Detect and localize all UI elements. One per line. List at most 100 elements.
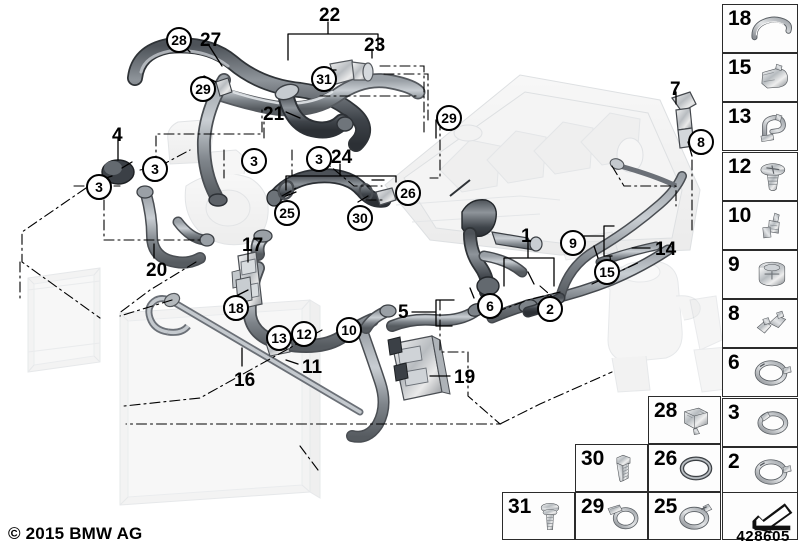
callout-label-16: 16 (234, 370, 256, 391)
spring-clip-icon (749, 204, 795, 247)
callout-bubble-3: 3 (306, 146, 332, 172)
catalog-tile-9[interactable]: 9 (722, 250, 798, 299)
part-number-label: 15 (728, 56, 752, 79)
callout-label-11: 11 (302, 357, 323, 378)
callout-bubble-2: 2 (537, 296, 563, 322)
catalog-tile-3[interactable]: 3 (722, 398, 798, 447)
hose-27-branch (196, 73, 231, 207)
callout-bubble-18: 18 (223, 295, 249, 321)
double-clip-icon (749, 302, 795, 345)
copyright-notice: © 2015 BMW AG (8, 524, 143, 543)
connector-7-8 (609, 91, 697, 189)
callout-bubble-3: 3 (142, 156, 168, 182)
hose-27 (127, 37, 371, 152)
hose-20 (136, 185, 215, 269)
part-number-label: 31 (508, 495, 532, 518)
catalog-tile-6[interactable]: 6 (722, 348, 798, 397)
catalog-tile-10[interactable]: 10 (722, 201, 798, 250)
catalog-tile-view-direction[interactable] (722, 492, 798, 540)
part-number-label: 13 (728, 105, 752, 128)
catalog-tile-30[interactable]: 30 (575, 444, 648, 492)
thermostat-housing-1 (449, 179, 543, 299)
callout-label-17: 17 (242, 235, 264, 256)
hex-bolt-icon (601, 447, 645, 489)
catalog-tile-15[interactable]: 15 (722, 53, 798, 102)
view-direction-arrow-icon (749, 495, 795, 537)
part-number-label: 6 (728, 351, 740, 374)
clamp-block-icon (674, 399, 718, 441)
catalog-tile-2[interactable]: 2 (722, 447, 798, 496)
retaining-clip-icon (749, 105, 795, 148)
callout-bubble-9: 9 (560, 230, 586, 256)
callout-label-7: 7 (670, 79, 681, 100)
connector-23 (329, 59, 374, 85)
part-number-label: 28 (654, 399, 678, 422)
part-number-label: 9 (728, 253, 740, 276)
part-number-label: 10 (728, 204, 752, 227)
callout-label-14: 14 (655, 239, 677, 260)
spring-hose-clamp-icon (749, 351, 795, 394)
callout-label-5: 5 (398, 302, 409, 323)
callout-label-20: 20 (146, 260, 168, 281)
pipe-16 (145, 292, 364, 416)
callout-label-4: 4 (112, 125, 123, 146)
callout-bubble-30: 30 (347, 205, 373, 231)
callout-bubble-3: 3 (241, 148, 267, 174)
part-number-label: 8 (728, 302, 740, 325)
o-ring-icon (674, 447, 718, 489)
part-number-label: 12 (728, 155, 752, 178)
catalog-tile-25[interactable]: 25 (648, 492, 721, 540)
callout-bubble-13: 13 (266, 325, 292, 351)
callout-label-27: 27 (200, 30, 222, 51)
callout-bubble-8: 8 (688, 129, 714, 155)
catalog-tile-29[interactable]: 29 (575, 492, 648, 540)
callout-label-24: 24 (331, 147, 353, 168)
drawing-number: 428605 (736, 528, 790, 545)
callout-label-22: 22 (319, 5, 341, 26)
part-number-label: 2 (728, 450, 740, 473)
callout-label-19: 19 (454, 367, 476, 388)
hose-19 (346, 304, 397, 443)
callout-bubble-12: 12 (291, 321, 317, 347)
catalog-tile-31[interactable]: 31 (502, 492, 575, 540)
catalog-tile-13[interactable]: 13 (722, 102, 798, 151)
part-number-label: 18 (728, 7, 752, 30)
bracket-clip-icon (749, 7, 795, 50)
callout-bubble-25: 25 (274, 200, 300, 226)
callout-label-21: 21 (263, 104, 285, 125)
part-number-label: 30 (581, 447, 605, 470)
catalog-tile-18[interactable]: 18 (722, 4, 798, 53)
collar-bush-icon (749, 253, 795, 296)
flange-bolt-icon (528, 495, 572, 537)
callout-bubble-28: 28 (166, 27, 192, 53)
hose-clip-icon (749, 56, 795, 99)
clamp-29 (215, 77, 233, 97)
callout-bubble-10: 10 (336, 317, 362, 343)
part-number-label: 26 (654, 447, 678, 470)
callout-bubble-15: 15 (594, 259, 620, 285)
catalog-tile-8[interactable]: 8 (722, 299, 798, 348)
callout-bubble-6: 6 (477, 293, 503, 319)
part-number-label: 29 (581, 495, 605, 518)
callout-bubble-29: 29 (190, 76, 216, 102)
catalog-tile-26[interactable]: 26 (648, 444, 721, 492)
charge-air-cooler-ghost (27, 267, 101, 373)
catalog-tile-12[interactable]: 12 (722, 152, 798, 201)
clamp-25 (277, 180, 295, 200)
spring-hose-clamp-icon (749, 450, 795, 493)
part-number-label: 25 (654, 495, 678, 518)
screw-pan-head-icon (749, 155, 795, 198)
callout-bubble-26: 26 (395, 180, 421, 206)
catalog-tile-28[interactable]: 28 (648, 396, 721, 444)
worm-clamp-icon (601, 495, 645, 537)
callout-bubble-3: 3 (86, 174, 112, 200)
callout-label-23: 23 (364, 35, 386, 56)
hose-clamp-icon (749, 401, 795, 444)
callout-bubble-31: 31 (311, 66, 337, 92)
part-number-label: 3 (728, 401, 740, 424)
spring-band-clamp-icon (674, 495, 718, 537)
expansion-tank-ghost (606, 261, 701, 393)
bracket-19 (387, 335, 451, 401)
hose-24 (266, 168, 397, 208)
